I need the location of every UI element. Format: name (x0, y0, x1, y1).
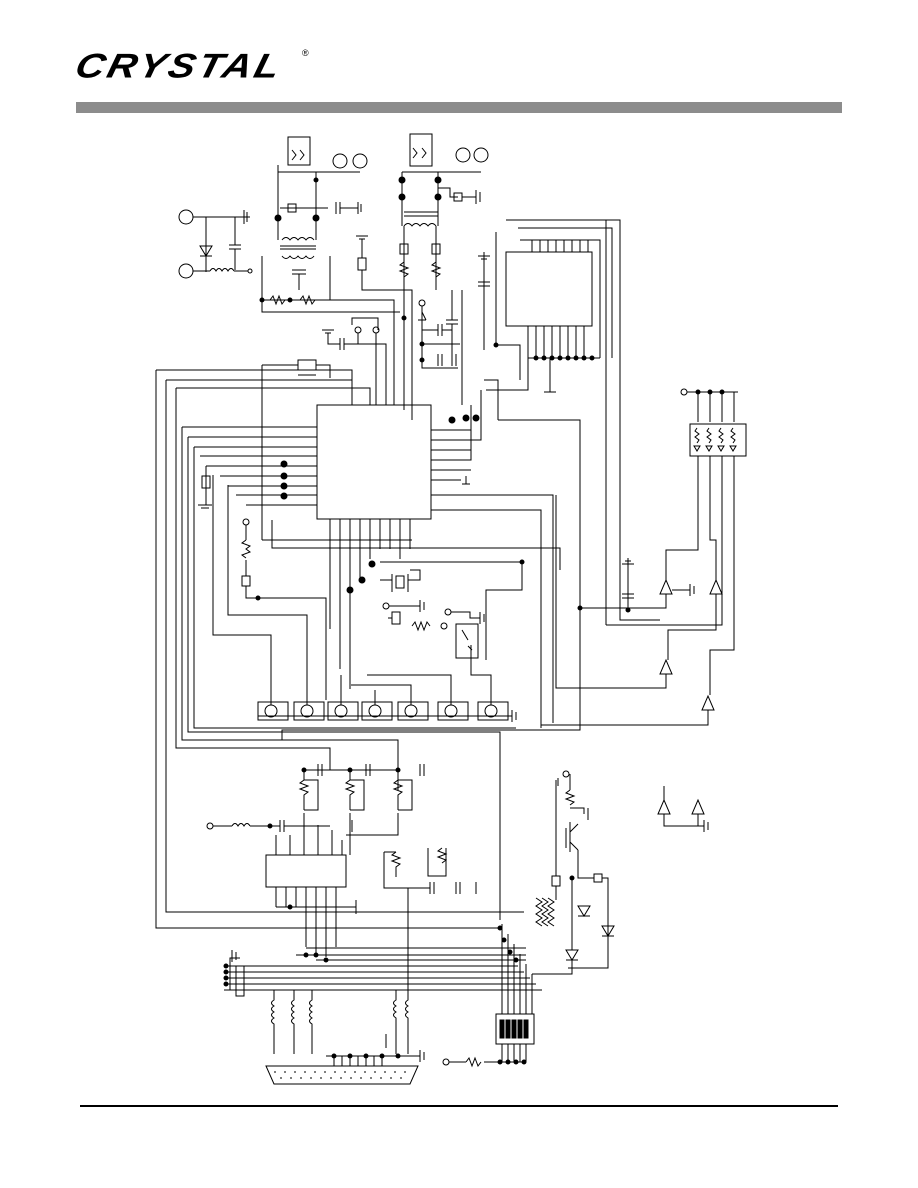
transformer-2 (403, 223, 437, 227)
diode-3 (565, 949, 579, 961)
registered-mark: ® (302, 48, 309, 58)
phone-jack-2 (409, 133, 433, 167)
line-connector-1b (352, 153, 368, 169)
header-connector (223, 947, 542, 1054)
buffer-gate-3 (659, 658, 673, 675)
header-bar (76, 102, 842, 113)
footer-rule (80, 1105, 838, 1107)
memory-ic (478, 219, 660, 625)
power-switch-circuit (532, 770, 709, 975)
spare-gate-1 (657, 798, 671, 815)
dip-switch-body (495, 1013, 535, 1045)
crystal-logo: CRYSTAL ® (71, 44, 316, 88)
power-input-section (178, 209, 253, 279)
main-controller-ic (156, 369, 554, 728)
power-jack-bottom (178, 263, 194, 279)
led-array (689, 423, 747, 457)
diode-2 (601, 925, 615, 937)
capacitor-bank (418, 290, 463, 405)
line-connector-2a (455, 147, 471, 163)
line-interface-2 (398, 133, 489, 290)
reset-circuit (261, 317, 387, 540)
line-connector-1a (332, 153, 348, 169)
transformer-1 (281, 237, 315, 241)
db25-shell (265, 1065, 419, 1085)
reset-switch (455, 623, 479, 659)
zener-diode-icon (199, 245, 213, 257)
pin-header (235, 965, 245, 997)
transistor-icon (565, 822, 579, 852)
buffer-gate-2 (709, 578, 723, 595)
spare-gate-2 (691, 798, 705, 815)
left-bus (155, 370, 524, 929)
diode-1 (577, 905, 591, 917)
power-jack-top (178, 209, 194, 225)
crystal (395, 575, 405, 589)
top-middle-parts (261, 235, 413, 420)
line-connector-2b (473, 147, 489, 163)
dip-switch (442, 897, 555, 1068)
controller-chip (316, 404, 432, 520)
resistor-pack (535, 897, 555, 927)
left-column-parts (198, 466, 561, 700)
codec-chip (265, 854, 347, 888)
db25-connector (265, 1034, 425, 1085)
line-interface-1 (259, 136, 368, 306)
buffer-gate-1 (659, 578, 673, 595)
buffer-gate-4 (701, 694, 715, 711)
led-indicators (281, 379, 747, 740)
inductor-icon (209, 268, 235, 272)
phone-jack-1 (287, 136, 311, 166)
memory-chip (505, 251, 593, 327)
led-connector-row (212, 475, 517, 722)
crystal-oscillator (380, 559, 525, 660)
codec-ic (206, 764, 477, 1000)
